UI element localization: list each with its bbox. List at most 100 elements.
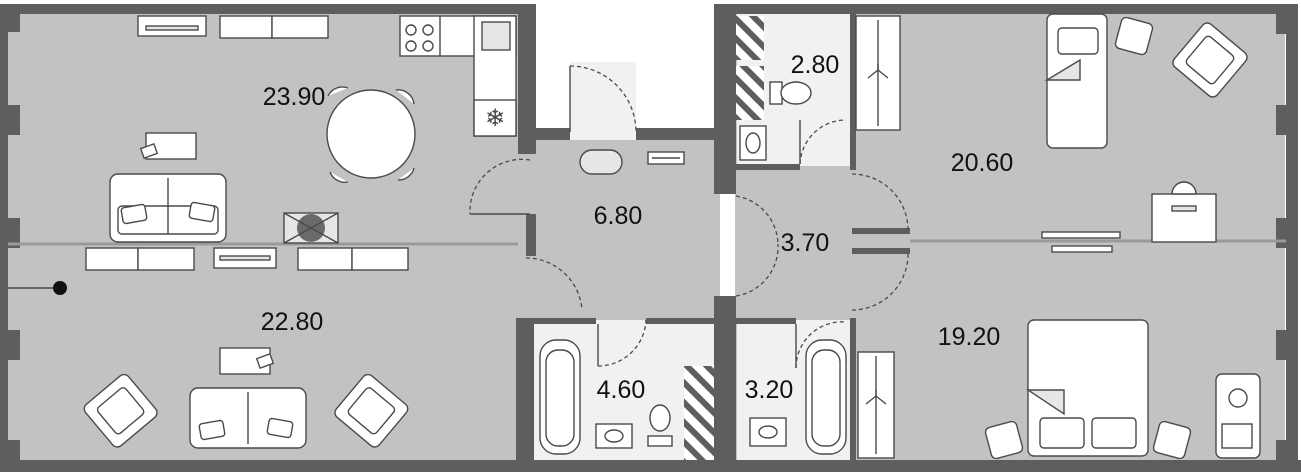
shaft-wc-mid xyxy=(736,66,764,120)
wall-bottom xyxy=(0,460,1301,472)
shaft-bath xyxy=(684,366,714,460)
door-hall-corridor-top[interactable] xyxy=(735,195,779,245)
door-bath-right[interactable] xyxy=(795,321,847,369)
pilaster xyxy=(1276,330,1298,360)
freezer xyxy=(473,99,517,137)
armchair xyxy=(334,373,409,448)
snowflake-icon: ❄ xyxy=(485,104,505,132)
entry-door[interactable] xyxy=(569,65,637,133)
tv-stand xyxy=(1041,231,1121,239)
wall-kitchen-hall xyxy=(518,4,536,154)
wall-hall-right-upper xyxy=(714,4,736,194)
washbasin xyxy=(739,125,767,161)
floor-entry-niche xyxy=(570,62,636,140)
pillow xyxy=(120,203,148,225)
cabinet xyxy=(271,15,329,39)
cabinet xyxy=(297,247,353,271)
wall-corridor-bottom xyxy=(852,248,910,254)
door-kitchen[interactable] xyxy=(469,158,531,215)
pilaster xyxy=(1276,218,1298,248)
dining-chair xyxy=(397,167,415,181)
wall-bath2-top xyxy=(736,318,796,324)
area-bedroom-lower: 19.20 xyxy=(938,323,1001,351)
pilaster xyxy=(0,440,20,465)
cabinet xyxy=(219,15,273,39)
hanger xyxy=(865,390,887,405)
washbasin xyxy=(595,423,633,449)
bathtub-inner xyxy=(811,349,841,447)
door-bedroom-upper[interactable] xyxy=(851,173,909,231)
wall-bath-top-right xyxy=(646,318,718,324)
pilaster xyxy=(1276,105,1298,135)
wall-bath-left xyxy=(516,318,534,468)
wall-entry-right xyxy=(636,128,726,140)
nightstand xyxy=(1152,420,1192,460)
dining-chair xyxy=(395,89,415,105)
bench xyxy=(579,149,623,175)
area-hall: 6.80 xyxy=(594,202,643,230)
armchair xyxy=(1172,22,1248,98)
wall-top-right xyxy=(714,4,1298,14)
pillow xyxy=(188,201,216,223)
book xyxy=(255,353,275,369)
wall-hall-right-lower xyxy=(714,296,736,466)
pilaster xyxy=(0,12,20,32)
wall-corridor-top xyxy=(852,228,910,234)
living-room-furniture xyxy=(8,247,409,449)
nightstand xyxy=(1114,16,1154,56)
hob-ring xyxy=(405,24,417,36)
washbasin-bowl xyxy=(604,429,624,443)
wc-furniture xyxy=(739,15,901,161)
bathtub-inner xyxy=(545,349,575,447)
door-living[interactable] xyxy=(525,257,583,311)
door-hall-corridor-bottom[interactable] xyxy=(735,243,779,297)
desk-chair xyxy=(1171,181,1197,195)
tv xyxy=(219,255,271,261)
dining-table xyxy=(326,89,416,179)
cabinet xyxy=(351,247,409,271)
washbasin-bowl xyxy=(745,132,761,154)
tv xyxy=(145,25,199,31)
hob-ring xyxy=(405,40,417,52)
washbasin-bowl xyxy=(758,425,778,439)
toilet-bowl xyxy=(780,81,812,105)
area-wc: 2.80 xyxy=(791,51,840,79)
armchair xyxy=(83,373,158,448)
doors xyxy=(469,65,909,369)
bedroom-lower-furniture xyxy=(984,319,1261,460)
column-cross xyxy=(283,212,339,244)
area-bathroom-left: 4.60 xyxy=(597,376,646,404)
walls xyxy=(0,4,1301,472)
living-kitchen-furniture: ❄ xyxy=(109,15,517,244)
wall-top-left xyxy=(0,4,536,14)
area-corridor: 3.70 xyxy=(781,229,830,257)
shaft-wc-top xyxy=(736,16,764,60)
wall-bath-top xyxy=(534,318,596,324)
pilaster xyxy=(0,330,20,360)
dining-chair xyxy=(329,171,349,183)
wall-wc-bottom xyxy=(736,164,800,170)
hanger xyxy=(867,64,889,79)
toilet-tank xyxy=(647,435,673,447)
hob-ring xyxy=(422,40,434,52)
toilet-bowl xyxy=(649,404,671,432)
door-wc[interactable] xyxy=(799,119,847,165)
door-bath-left[interactable] xyxy=(597,319,647,367)
wall-hall-left-mid xyxy=(526,214,536,256)
bedroom-upper-furniture xyxy=(1041,13,1248,253)
area-living-room: 22.80 xyxy=(261,308,324,336)
pilaster xyxy=(1276,440,1298,465)
pilaster xyxy=(0,105,20,135)
bathroom-left-furniture xyxy=(539,339,673,455)
washbasin xyxy=(749,417,787,447)
door-bedroom-lower[interactable] xyxy=(851,253,909,311)
hob-ring xyxy=(422,24,434,36)
dining-chair xyxy=(327,86,349,97)
pillow xyxy=(266,417,294,439)
pillow xyxy=(198,419,226,441)
entrance-marker-icon xyxy=(53,281,67,295)
book xyxy=(139,143,159,159)
tv-stand xyxy=(1051,245,1113,253)
cabinet xyxy=(85,247,139,271)
